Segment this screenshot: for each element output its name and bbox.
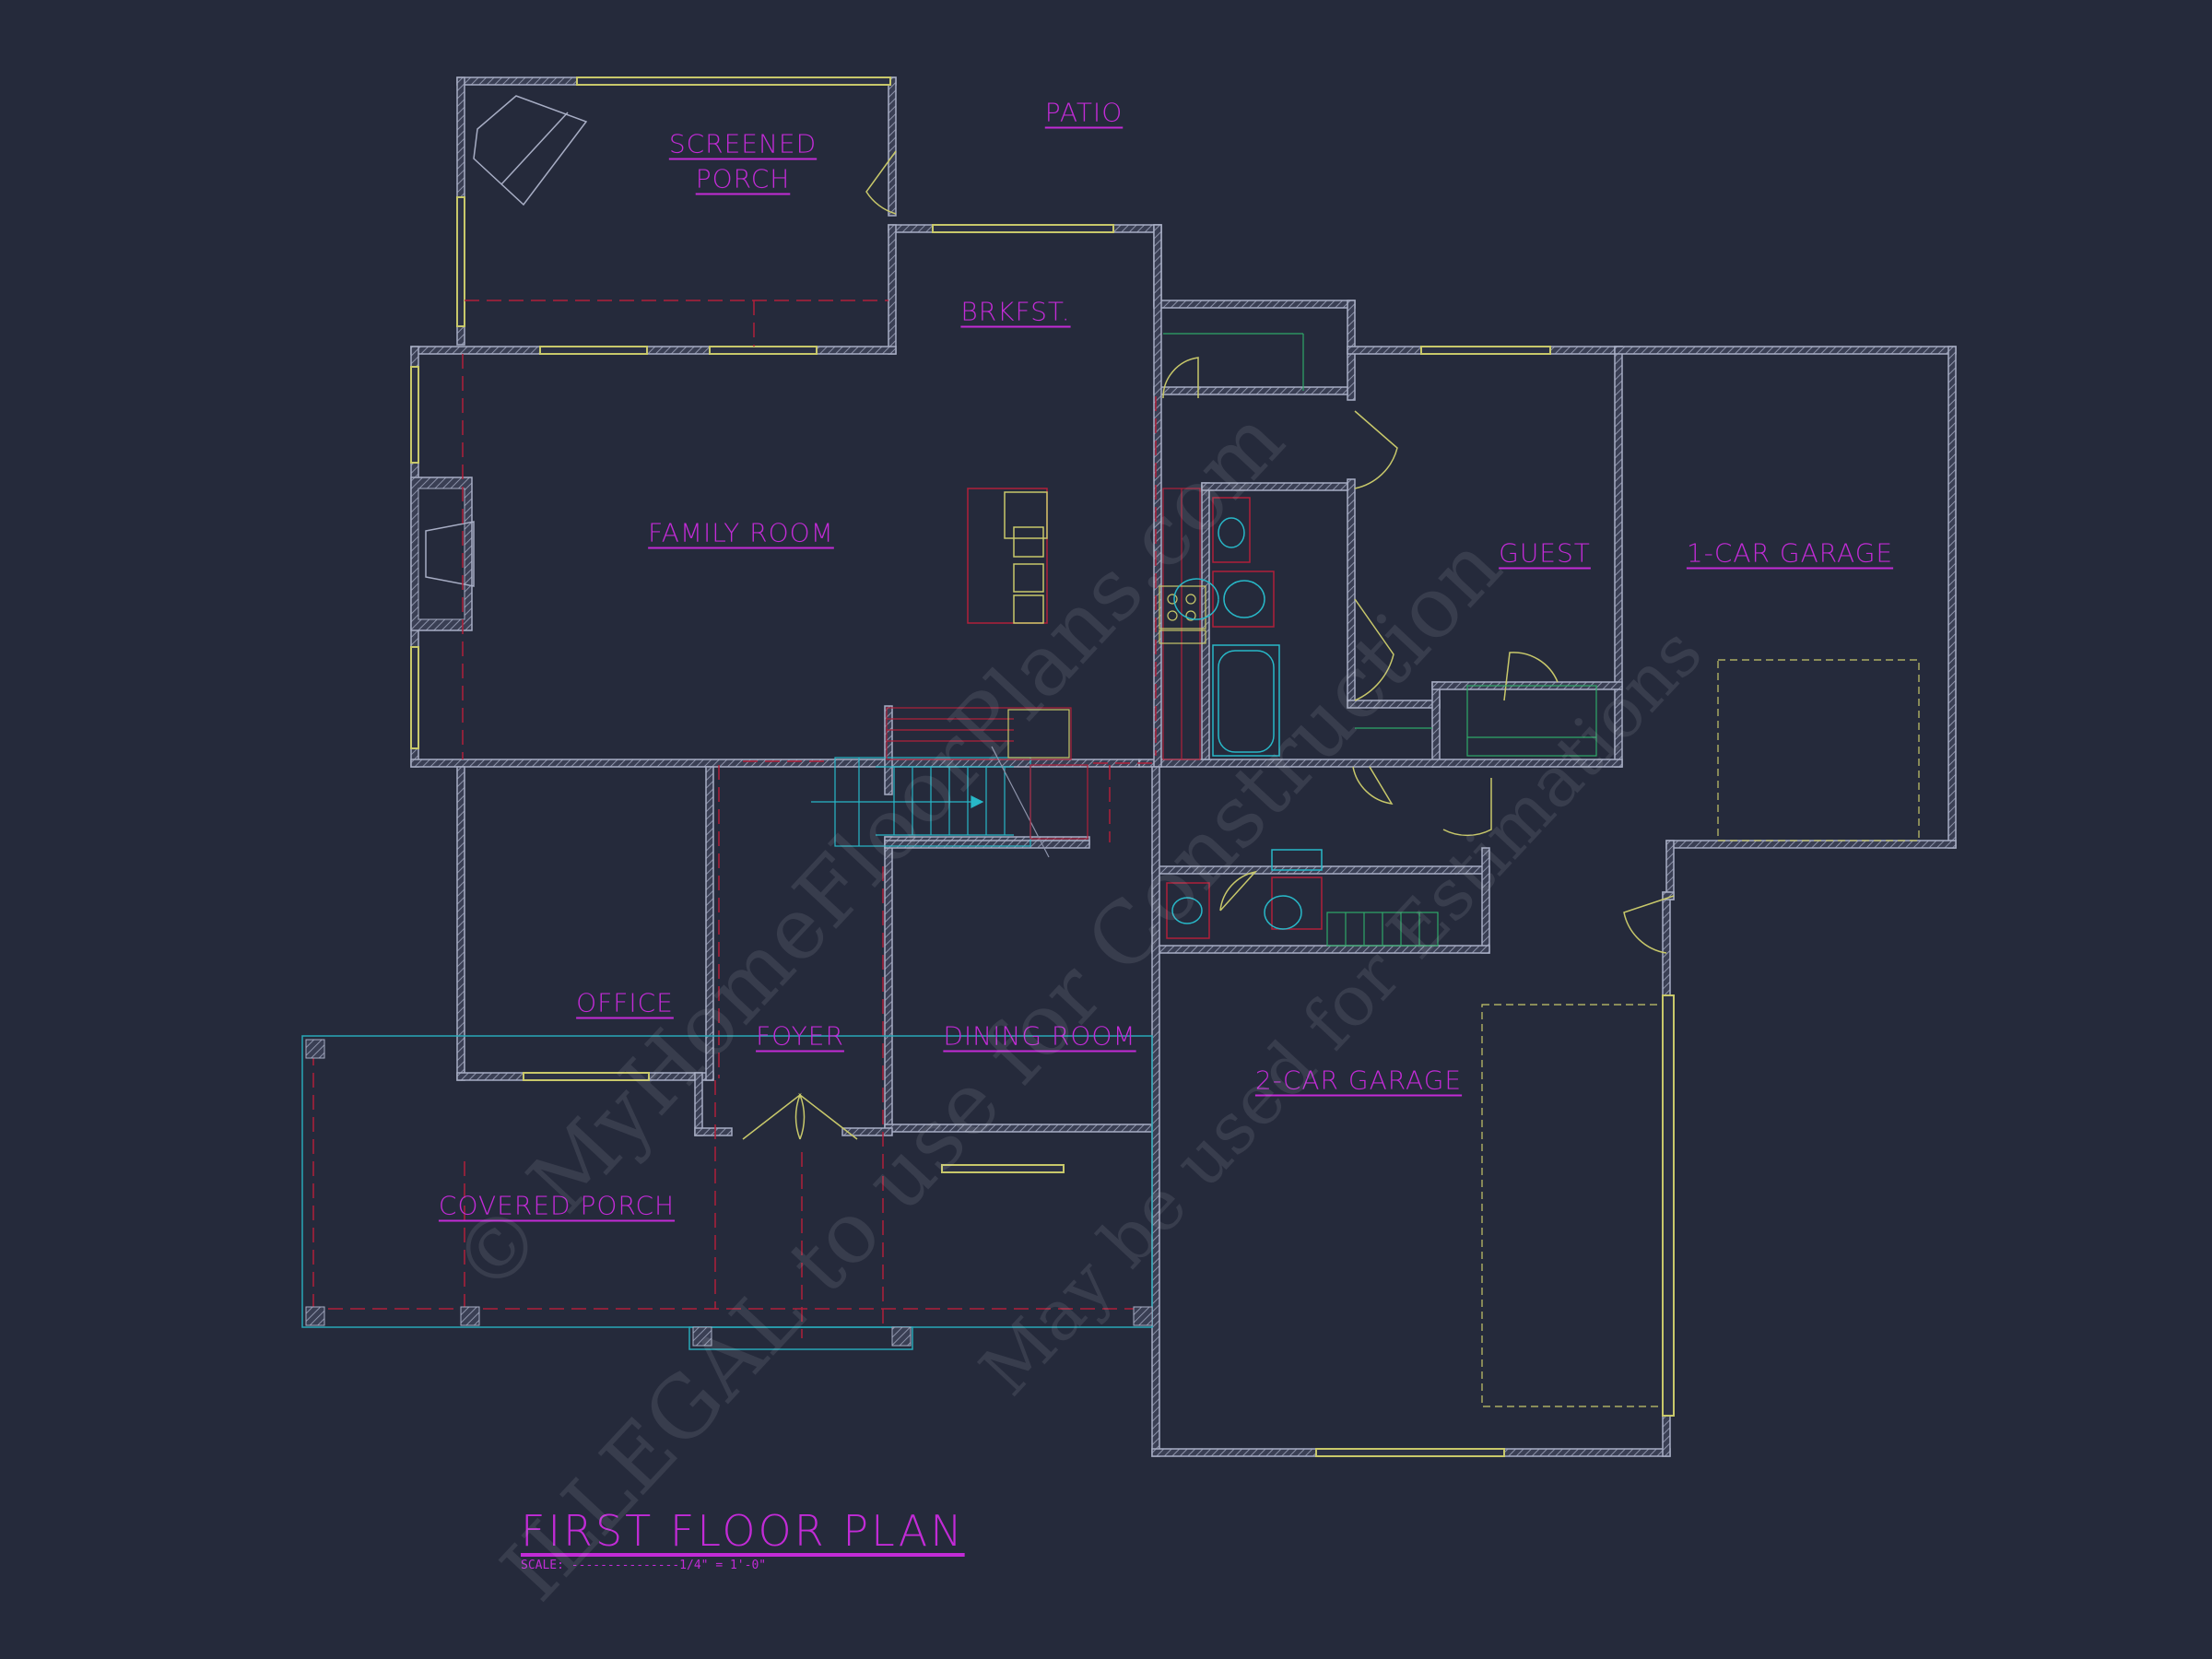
doors — [742, 150, 1675, 1140]
room-label-brkfst: BRKFST. — [960, 296, 1071, 327]
plan-title: FIRST FLOOR PLAN — [521, 1506, 965, 1556]
room-label-dining-room: DINING ROOM — [943, 1020, 1136, 1052]
built-ins — [1163, 333, 1597, 947]
garage-doors — [1481, 659, 1920, 1407]
room-label-office: OFFICE — [576, 987, 674, 1018]
bath-fixtures — [1166, 497, 1323, 939]
room-label-guest: GUEST — [1499, 537, 1591, 569]
plan-scale: SCALE: ---------------1/4" = 1'-0" — [521, 1559, 767, 1572]
room-label-2-car-garage: 2-CAR GARAGE — [1254, 1065, 1463, 1096]
walls — [410, 76, 1957, 1457]
fireplace — [410, 477, 475, 631]
stairs — [811, 707, 1088, 858]
room-label-covered-porch: COVERED PORCH — [438, 1190, 676, 1221]
porch-bench — [473, 95, 588, 206]
windows — [410, 76, 1675, 1457]
room-label-foyer: FOYER — [756, 1020, 844, 1052]
room-label-1-car-garage: 1-CAR GARAGE — [1686, 537, 1894, 569]
covered-porch — [301, 1035, 1153, 1350]
room-label-family-room: FAMILY ROOM — [648, 517, 834, 548]
room-label-patio: PATIO — [1044, 97, 1124, 128]
kitchen-island — [967, 488, 1048, 624]
kitchen-counter — [1159, 488, 1206, 760]
room-label-screened-porch-1: SCREENED — [668, 128, 818, 159]
room-label-screened-porch-2: PORCH — [695, 163, 791, 194]
dashed-lines — [306, 300, 1157, 1338]
